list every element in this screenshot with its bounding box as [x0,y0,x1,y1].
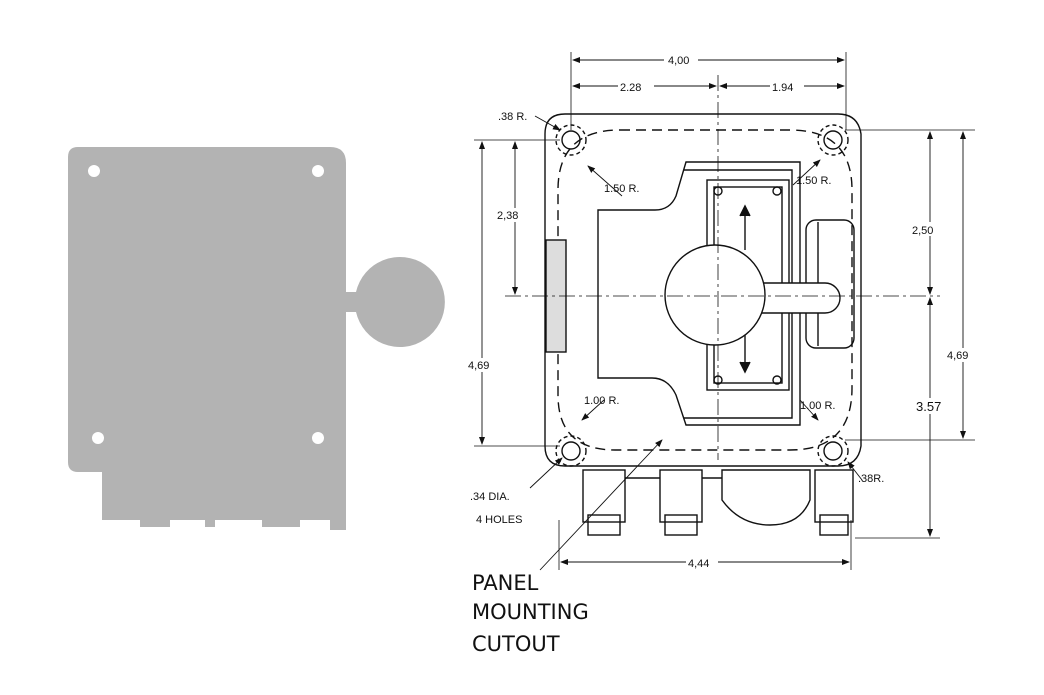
dim-right-height-total: 4,69 [947,350,968,362]
cutout-body [68,147,445,530]
dim-hole-size: .34 DIA. [470,491,510,503]
fitting-4 [814,469,854,523]
fitting-3 [721,469,811,526]
dim-overall-width: 4,00 [668,55,689,67]
panel-cutout-silhouette [68,147,445,530]
centerlines [505,75,940,460]
corner-hole-bottom-left [561,441,581,461]
dim-top-left-radius: .38 R. [498,111,527,123]
switch-enclosure-drawing [544,113,862,536]
dim-left-to-centerline: 2.28 [620,82,641,94]
cutout-hole-top-left [88,165,100,177]
inner-housing [597,161,801,426]
dim-upper-right-fillet: 1.50 R. [796,175,831,187]
fitting-2 [659,469,703,523]
enclosure-outline [544,113,862,467]
fitting-1 [582,469,626,523]
extension-lines [474,52,975,570]
dim-bottom-right-radius: .38R. [858,473,884,485]
panel-cutout-callout: PANEL MOUNTING CUTOUT [472,571,589,656]
dim-right-height-lower: 3.57 [916,399,941,414]
dim-right-to-centerline: 1.94 [772,82,793,94]
handle-knob [664,244,766,346]
dimension-labels: 4,00 2.28 1.94 .38 R. 1.50 R. 1.50 R. 2,… [466,52,975,570]
corner-hole-top-left [561,130,581,150]
cover-dashed-outline [557,129,853,451]
dim-left-height-upper: 2,38 [497,210,518,222]
cutout-hole-bottom-left [92,432,104,444]
callout-line-3: CUTOUT [472,632,560,656]
dim-left-height-total: 4,69 [468,360,489,372]
dim-lower-right-fillet: 1.00 R. [800,400,835,412]
dim-lower-left-fillet: 1.00 R. [584,395,619,407]
cutout-hole-bottom-right [312,432,324,444]
corner-hole-top-right [823,130,843,150]
dim-right-height-upper: 2,50 [912,225,933,237]
cutout-hole-top-right [312,165,324,177]
callout-line-1: PANEL [472,571,539,595]
dim-bottom-width: 4,44 [688,558,709,570]
corner-hole-bottom-right [823,441,843,461]
dim-upper-left-fillet: 1.50 R. [604,183,639,195]
callout-line-2: MOUNTING [472,600,589,624]
dim-hole-count: 4 HOLES [476,514,522,526]
